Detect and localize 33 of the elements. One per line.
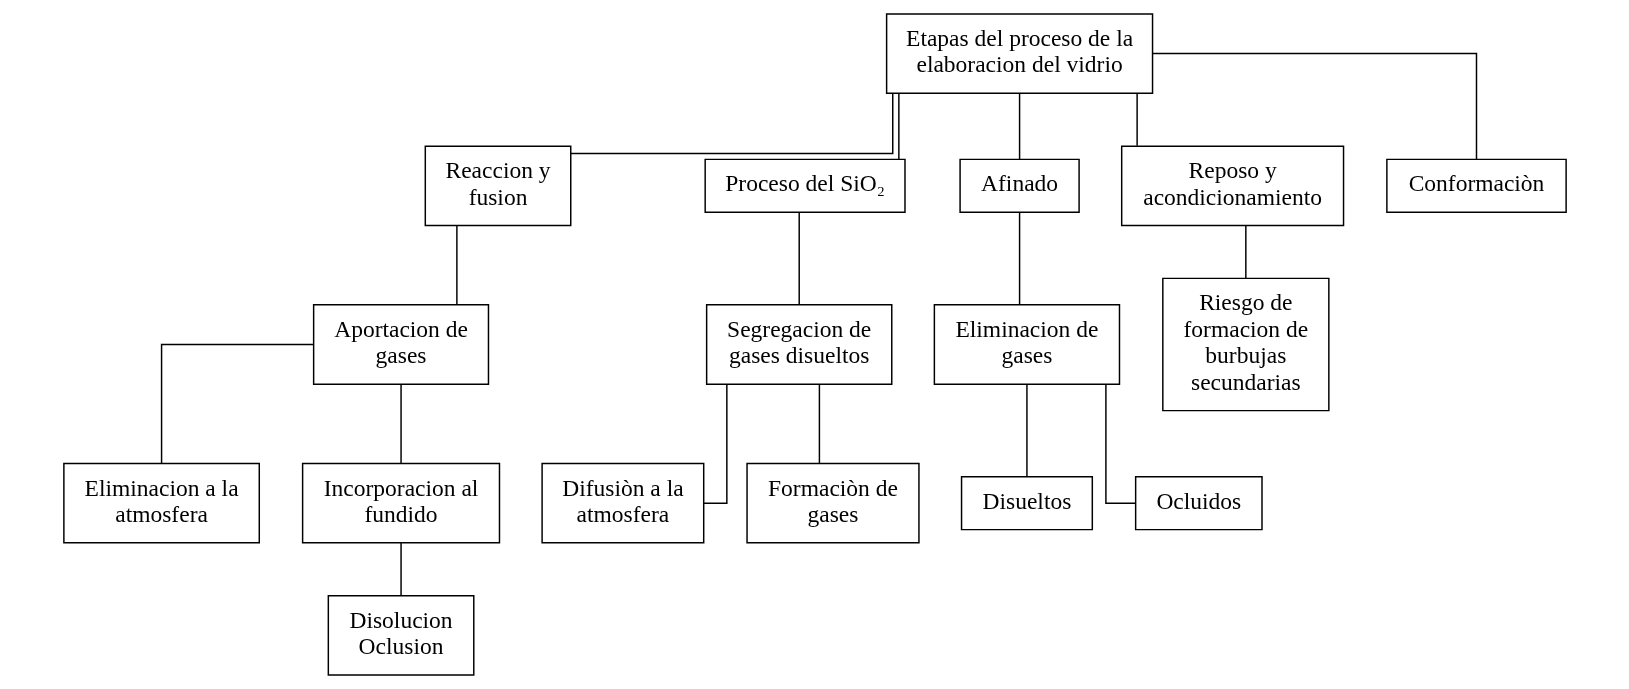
node-box: Incorporacion al fundido: [301, 462, 500, 544]
connector: [1018, 92, 1020, 160]
node-box: Eliminacion de gases: [933, 304, 1120, 385]
connector: [1135, 92, 1138, 147]
connector: [1151, 52, 1477, 160]
node-box: Difusiòn a la atmosfera: [540, 462, 704, 544]
node-box: Segregacion de gases disueltos: [705, 304, 892, 385]
connector: [1104, 383, 1136, 504]
connector: [399, 383, 402, 464]
node-box: Etapas del proceso de la elaboracion del vidrio: [885, 13, 1153, 94]
node-box: Aportacion de gases: [312, 304, 489, 385]
connector: [569, 92, 893, 155]
node-box: Ocluidos: [1134, 476, 1263, 531]
connector: [797, 212, 800, 306]
node-box: Disueltos: [960, 476, 1093, 531]
node-box: Disolucion Oclusion: [327, 595, 474, 676]
node-box: Reaccion y fusion: [424, 145, 571, 227]
connector: [818, 383, 820, 464]
connector: [1244, 225, 1247, 279]
connector: [1018, 212, 1020, 306]
connector: [1025, 383, 1028, 478]
connector: [897, 92, 900, 160]
connector: [702, 383, 728, 504]
node-box: Conformaciòn: [1385, 158, 1567, 213]
node-box: Proceso del SiO₂: [703, 158, 906, 213]
connector: [399, 542, 402, 597]
node-box: Eliminacion a la atmosfera: [62, 462, 260, 544]
node-box: Formaciòn de gases: [745, 462, 920, 544]
connector: [455, 225, 458, 306]
connector: [160, 343, 314, 464]
node-box: Reposo y acondicionamiento: [1120, 145, 1344, 227]
node-box: Riesgo de formacion de burbujas secundarias: [1161, 277, 1330, 412]
node-box: Afinado: [958, 158, 1080, 213]
